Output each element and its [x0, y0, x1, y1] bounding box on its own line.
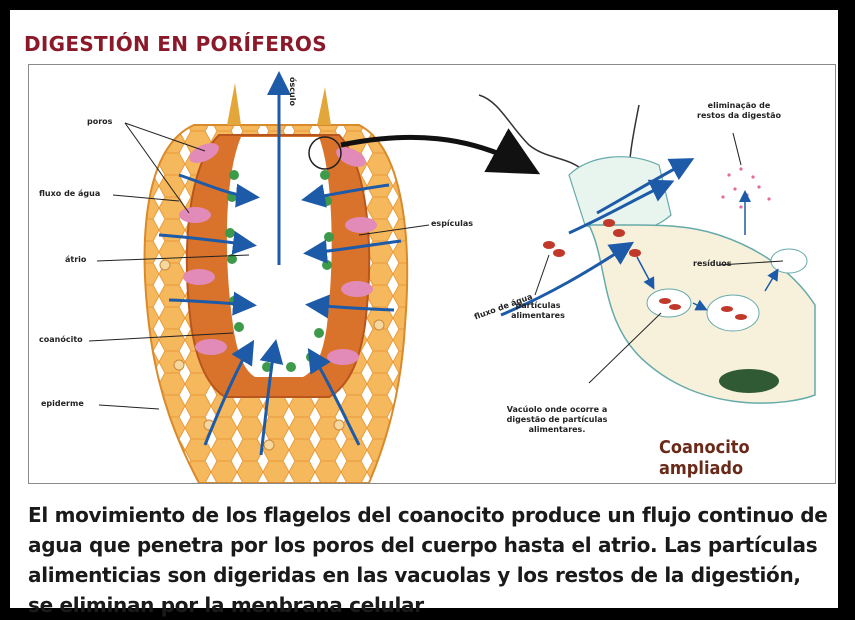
- label-atrio: átrio: [65, 255, 87, 264]
- label-residuos: resíduos: [693, 259, 732, 268]
- diagram-caption: El movimiento de los flagelos del coanoc…: [28, 503, 828, 617]
- diagram-title: DIGESTIÓN EN PORÍFEROS: [24, 32, 327, 56]
- label-osculo: ósculo: [288, 77, 297, 106]
- coanocito-ampliado-title: Coanocito ampliado: [659, 437, 750, 479]
- label-espiculas: espículas: [431, 219, 473, 228]
- label-coanocito: coanócito: [39, 335, 83, 344]
- label-particulas: partículas alimentares: [511, 301, 565, 320]
- label-fluxo-agua-left: fluxo de água: [39, 189, 101, 198]
- label-epiderme: epiderme: [41, 399, 84, 408]
- label-eliminacao: eliminação de restos da digestão: [697, 101, 782, 120]
- label-poros: poros: [87, 117, 113, 126]
- zoom-circle: [308, 136, 342, 170]
- label-vacuolo: Vacúolo onde ocorre a digestão de partíc…: [506, 405, 608, 434]
- sponge-body: [143, 83, 409, 483]
- enlarged-choanocyte: [478, 94, 816, 404]
- water-flow-arrows: [158, 71, 402, 456]
- figure-panel: poros ósculo fluxo de água átrio espícul…: [28, 64, 836, 484]
- leader-lines: [88, 122, 784, 410]
- porifera-diagram: [88, 71, 816, 483]
- zoom-arrow: [340, 128, 541, 175]
